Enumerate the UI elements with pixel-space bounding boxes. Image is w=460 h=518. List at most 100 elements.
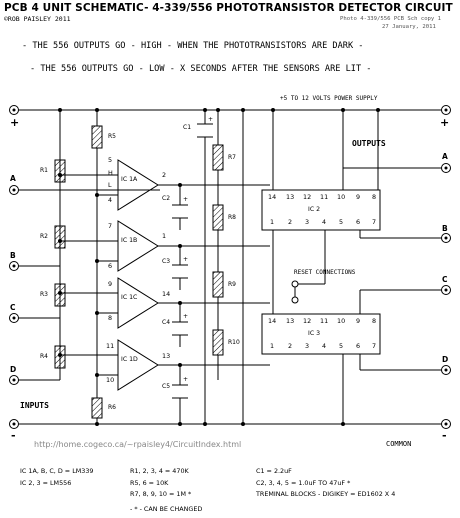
ic3-pin-1: 1 [270,342,275,350]
ic3-pin-11: 11 [320,317,329,325]
date-text: 27 January, 2011 [382,24,436,30]
r10-label: R10 [228,339,240,346]
r3-label: R3 [40,291,48,298]
ic1a-pin-plus: 5 [108,156,113,164]
ic1c-pin-out: 14 [162,290,171,298]
c3-label: C3 [162,258,171,265]
right-plus-mark: + [440,116,450,129]
bom-c1: C1 = 2.2uF [256,467,292,475]
ic1d-pin-minus: 10 [106,376,115,384]
ic3-pin-6: 6 [356,342,361,350]
ic1b-label: IC 1B [121,237,138,244]
ic1a-pin-h: H [108,169,113,177]
note-lit-behaviour: - THE 556 OUTPUTS GO - LOW - X SECONDS A… [30,64,372,74]
reset-point-2 [291,296,299,304]
ic1d-pin-plus: 11 [106,342,115,350]
ic1a-pin-l: L [108,181,112,189]
ic2-body [261,189,381,231]
reset-point-1 [291,280,299,288]
input-b-label: B [10,251,16,260]
resistor-r2 [54,225,66,249]
bom-terminal-blocks: TREMINAL BLOCKS - DIGIKEY = ED1602 X 4 [256,490,396,498]
common-label: COMMON [386,440,412,448]
output-c-label: C [442,275,448,284]
right-minus-mark: - [442,429,447,442]
ic2-pin-6: 6 [356,218,361,226]
ic1a-pin-out: 2 [162,171,167,179]
r9-label: R9 [228,281,236,288]
ic1a-label: IC 1A [121,176,138,183]
comparator-ic1c [117,277,159,329]
ic2-label: IC 2 [308,206,321,213]
ic3-pin-4: 4 [322,342,327,350]
source-url: http://home.cogeco.ca/~rpaisley4/Circuit… [34,440,242,449]
input-a-label: A [10,174,16,183]
copyright-text: ©ROB PAISLEY 2011 [4,15,71,23]
ic1a-pin-minus: 4 [108,196,113,204]
c5-label: C5 [162,383,171,390]
bom-comparator: IC 1A, B, C, D = LM339 [20,467,94,475]
reset-label: RESET CONNECTIONS [294,269,356,276]
supply-label: +5 TO 12 VOLTS POWER SUPPLY [280,95,378,102]
ic1b-pin-minus: 6 [108,262,113,270]
ic2-pin-3: 3 [305,218,310,226]
ic2-pin-13: 13 [286,193,295,201]
r2-label: R2 [40,233,48,240]
comparator-ic1a [117,159,159,211]
bom-r7-10: R7, 8, 9, 10 = 1M * [130,490,192,498]
bom-r1-4: R1, 2, 3, 4 = 470K [130,467,189,475]
comparator-ic1d [117,339,159,391]
outputs-label: OUTPUTS [352,139,386,148]
ic3-pin-14: 14 [268,317,277,325]
ic1d-label: IC 1D [121,356,138,363]
r5-label: R5 [108,133,116,140]
r1-label: R1 [40,167,48,174]
ic1c-pin-plus: 9 [108,280,113,288]
c1-label: C1 [183,124,192,131]
input-d-label: D [10,365,17,374]
schematic-title: PCB 4 UNIT SCHEMATIC- 4-339/556 PHOTOTRA… [4,2,453,14]
output-b-label: B [442,224,448,233]
ic3-pin-2: 2 [288,342,293,350]
resistor-r1 [54,159,66,183]
ic1c-label: IC 1C [121,294,138,301]
ic3-label: IC 3 [308,330,321,337]
ic2-pin-14: 14 [268,193,277,201]
output-d-label: D [442,355,449,364]
ic2-pin-1: 1 [270,218,275,226]
c1-plus-mark: + [208,116,214,123]
left-plus-mark: + [10,116,20,129]
c4-plus-mark: + [183,313,189,320]
ic2-pin-9: 9 [356,193,361,201]
ic2-pin-2: 2 [288,218,293,226]
c4-label: C4 [162,319,171,326]
c5-plus-mark: + [183,376,189,383]
ic3-pin-12: 12 [303,317,312,325]
ic3-pin-9: 9 [356,317,361,325]
r6-label: R6 [108,404,116,411]
left-minus-mark: - [11,429,16,442]
resistor-r10 [212,329,224,356]
ic3-pin-13: 13 [286,317,295,325]
bom-timer: IC 2, 3 = LM556 [20,479,72,487]
bom-c2-5: C2, 3, 4, 5 = 1.0uF TO 47uF * [256,479,351,487]
note-dark-behaviour: - THE 556 OUTPUTS GO - HIGH - WHEN THE P… [22,41,364,51]
r8-label: R8 [228,214,236,221]
output-a-label: A [442,152,448,161]
ic3-pin-8: 8 [372,317,377,325]
c2-label: C2 [162,195,171,202]
ic2-pin-5: 5 [339,218,344,226]
r4-label: R4 [40,353,48,360]
ic2-pin-12: 12 [303,193,312,201]
ic1b-pin-out: 1 [162,232,167,240]
ic3-pin-5: 5 [339,342,344,350]
bom-r5-6: R5, 6 = 10K [130,479,169,487]
ic2-pin-8: 8 [372,193,377,201]
input-c-label: C [10,303,16,312]
file-reference: Photo 4-339/556 PCB Sch copy 1 [340,16,442,22]
resistor-r6 [91,397,103,419]
resistor-r8 [212,204,224,231]
ic3-body [261,313,381,355]
